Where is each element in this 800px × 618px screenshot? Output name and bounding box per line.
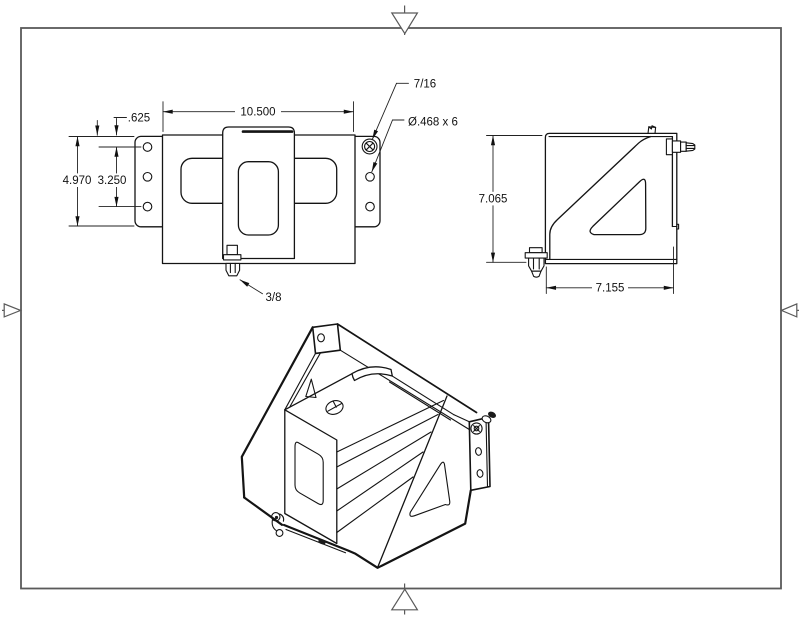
dimension-flange-height: 4.970: [59, 136, 135, 227]
iso-clip-pin: [271, 512, 285, 537]
iso-wing-bottom-edge: [243, 496, 284, 526]
iso-top-hole: [325, 400, 344, 415]
gusset-edge: [549, 135, 652, 261]
iso-bottom-edge: [282, 489, 472, 569]
side-bolt-right: [665, 138, 696, 156]
front-view: 10.500 .625 3.250 4.970 7: [59, 78, 458, 304]
iso-flange-bolt: [470, 411, 496, 435]
callout-bolt-size: 7/16: [371, 78, 436, 140]
dim-top-hole-offset-text: .625: [128, 113, 150, 125]
center-mark-right: [779, 302, 799, 318]
dimension-overall-height: 7.065: [475, 135, 543, 263]
iso-gusset-cutout: [409, 461, 451, 517]
callout-bottom-bolt-text: 3/8: [266, 292, 282, 304]
dim-flange-height-text: 4.970: [63, 175, 92, 187]
callout-bottom-bolt: 3/8: [239, 279, 282, 304]
callout-mounting-holes: Ø.468 x 6: [371, 117, 458, 173]
bottom-bolt-front: [222, 244, 242, 277]
iso-wing-outer-edge: [240, 326, 314, 499]
side-triangle-cutout: [589, 178, 647, 236]
iso-wing-slot: [305, 378, 317, 399]
iso-clamp-window: [294, 441, 324, 506]
side-view: 7.065 7.155: [475, 125, 696, 295]
dimension-hole-spacing: 3.250: [94, 146, 142, 208]
iso-band-hole: [318, 539, 326, 545]
side-bolt-bottom: [524, 247, 548, 278]
clamp-window: [237, 161, 280, 236]
mounting-holes-left: [142, 142, 153, 212]
callout-mounting-holes-text: Ø.468 x 6: [408, 117, 458, 129]
iso-ear-hole: [317, 333, 325, 343]
center-mark-left: [2, 303, 23, 318]
dim-hole-spacing-text: 3.250: [98, 175, 127, 187]
iso-ear-tab: [311, 323, 342, 355]
dimension-overall-depth: 7.155: [545, 246, 674, 295]
center-mark-top: [390, 5, 419, 35]
dimension-overall-width: 10.500: [162, 101, 354, 132]
iso-wedge-steps: [336, 399, 445, 534]
mounting-holes-right: [365, 171, 375, 212]
dimension-top-hole-offset: .625: [95, 113, 150, 136]
isometric-view: [240, 323, 496, 569]
bolt-head-front: [361, 138, 378, 155]
dim-overall-width-text: 10.500: [240, 107, 275, 119]
iso-right-flange: [468, 416, 491, 492]
callout-bolt-size-text: 7/16: [414, 78, 436, 90]
center-mark-bottom: [390, 583, 419, 615]
dim-overall-depth-text: 7.155: [596, 283, 625, 295]
iso-strap-tab: [351, 366, 393, 382]
sheet-border: [2, 5, 799, 615]
side-body: [544, 132, 678, 265]
dim-overall-height-text: 7.065: [479, 194, 508, 206]
